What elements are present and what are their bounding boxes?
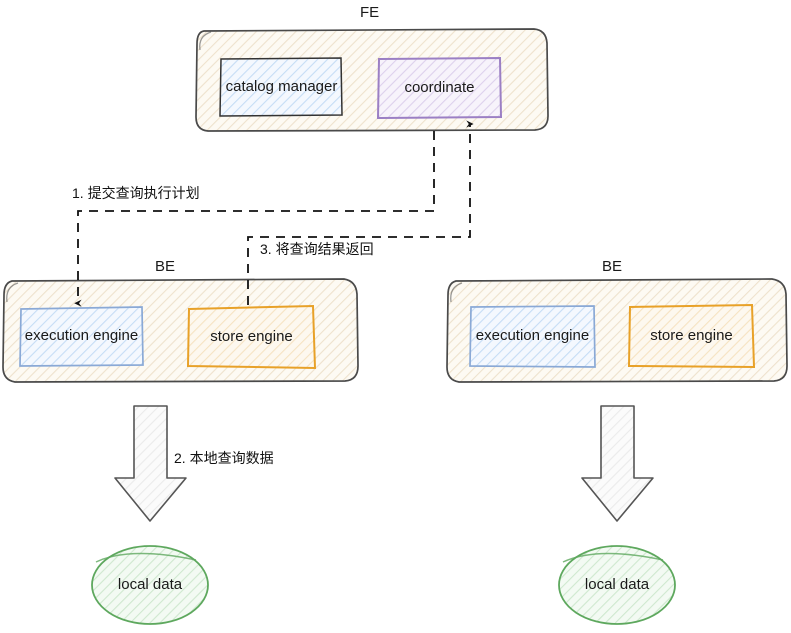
flow-3-label: 3. 将查询结果返回 — [260, 241, 374, 257]
coordinate-box[interactable] — [376, 56, 503, 120]
local-data-left-ellipse[interactable] — [91, 545, 209, 625]
execution-engine-left-box[interactable] — [19, 306, 144, 367]
store-engine-left-box[interactable] — [186, 304, 317, 370]
flow-2-label: 2. 本地查询数据 — [174, 450, 274, 466]
be-right-title: BE — [602, 258, 623, 275]
flow-1-label: 1. 提交查询执行计划 — [72, 185, 200, 201]
flow-1-arrow — [74, 131, 435, 307]
catalog-manager-box[interactable] — [219, 57, 343, 117]
flow-3-arrow — [247, 120, 474, 305]
flow-2-block-arrow-right — [581, 405, 654, 522]
be-left-title: BE — [155, 258, 176, 275]
fe-title: FE — [360, 4, 380, 21]
flow-2-block-arrow-left — [114, 405, 187, 522]
execution-engine-right-box[interactable] — [469, 305, 596, 368]
local-data-right-ellipse[interactable] — [558, 545, 676, 625]
store-engine-right-box[interactable] — [627, 303, 756, 369]
